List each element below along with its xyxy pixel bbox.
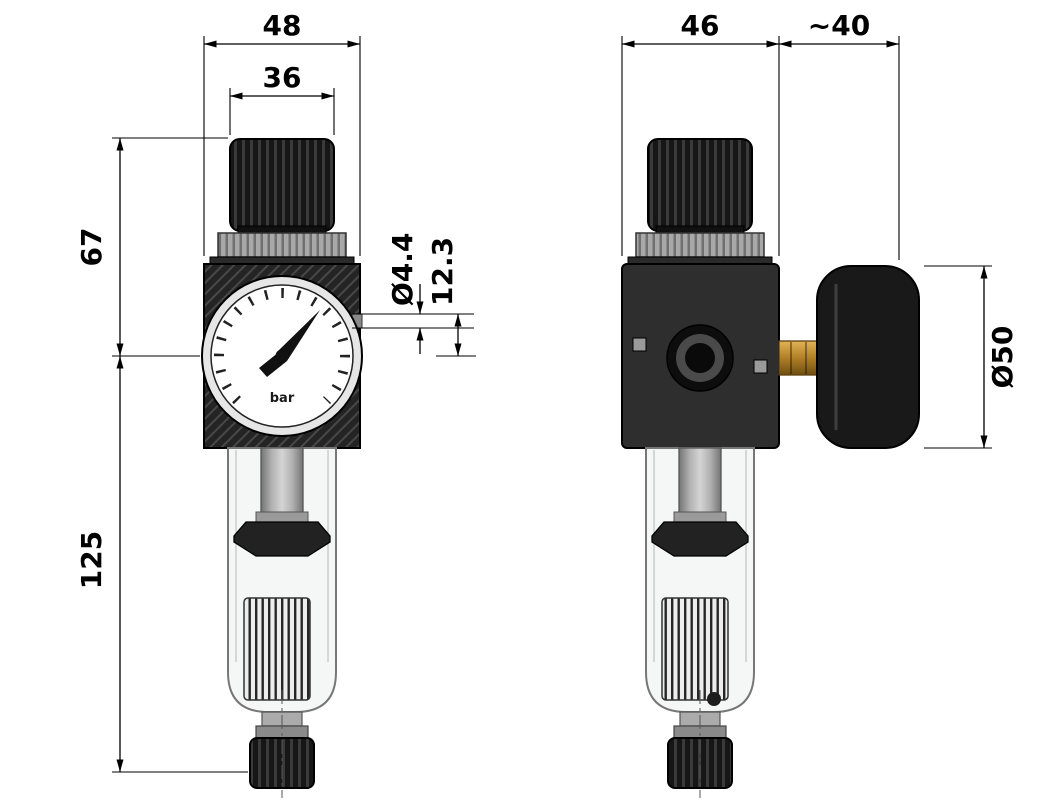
front-adjust-knob xyxy=(229,138,335,232)
drain-petcock xyxy=(707,692,721,706)
baffle-flange xyxy=(233,521,331,557)
port-bore xyxy=(685,343,715,373)
gauge-hub xyxy=(275,349,289,363)
mounting-hole-right xyxy=(753,359,768,374)
dim-front-port-offset-label: 12.3 xyxy=(426,237,459,306)
side-view xyxy=(621,138,920,798)
front-bowl xyxy=(227,447,337,713)
mounting-hole-left xyxy=(632,337,647,352)
dimensions-front: 48 36 67 125 Ø4.4 12.3 xyxy=(75,9,476,773)
dim-side-gauge-depth-label: ~40 xyxy=(808,9,870,42)
front-view: bar xyxy=(201,138,363,798)
dim-front-port-diameter-label: Ø4.4 xyxy=(386,233,419,306)
stem-collar xyxy=(673,511,727,523)
filter-element xyxy=(243,597,311,701)
gauge-housing-side xyxy=(816,265,920,449)
front-collar xyxy=(217,232,347,258)
dim-front-knob-width-label: 36 xyxy=(263,61,302,94)
filter-element xyxy=(661,597,729,701)
dim-front-upper-height-label: 67 xyxy=(75,228,108,267)
dim-side-gauge-diameter-label: Ø50 xyxy=(986,326,1019,389)
bowl-stem xyxy=(260,447,304,523)
stem-collar xyxy=(255,511,309,523)
drain-knob xyxy=(667,737,733,789)
side-collar xyxy=(635,232,765,258)
side-bowl xyxy=(645,447,755,713)
pressure-gauge: bar xyxy=(201,275,363,437)
gauge-tick-marks xyxy=(214,288,350,405)
dim-front-total-width-label: 48 xyxy=(263,9,302,42)
side-port xyxy=(666,324,734,392)
gauge-needle xyxy=(277,310,320,361)
side-adjust-knob xyxy=(647,138,753,232)
dim-side-body-width-label: 46 xyxy=(681,9,720,42)
bowl-stem xyxy=(678,447,722,523)
dimensions-side: 46 ~40 Ø50 xyxy=(621,9,1019,449)
gauge-unit-label: bar xyxy=(270,391,295,406)
front-drain xyxy=(249,690,315,798)
gauge-brass-fitting xyxy=(778,340,820,376)
dim-front-bowl-height-label: 125 xyxy=(75,531,108,589)
side-gauge xyxy=(778,265,920,449)
drain-knob xyxy=(249,737,315,789)
baffle-flange xyxy=(651,521,749,557)
side-drain xyxy=(667,690,733,798)
